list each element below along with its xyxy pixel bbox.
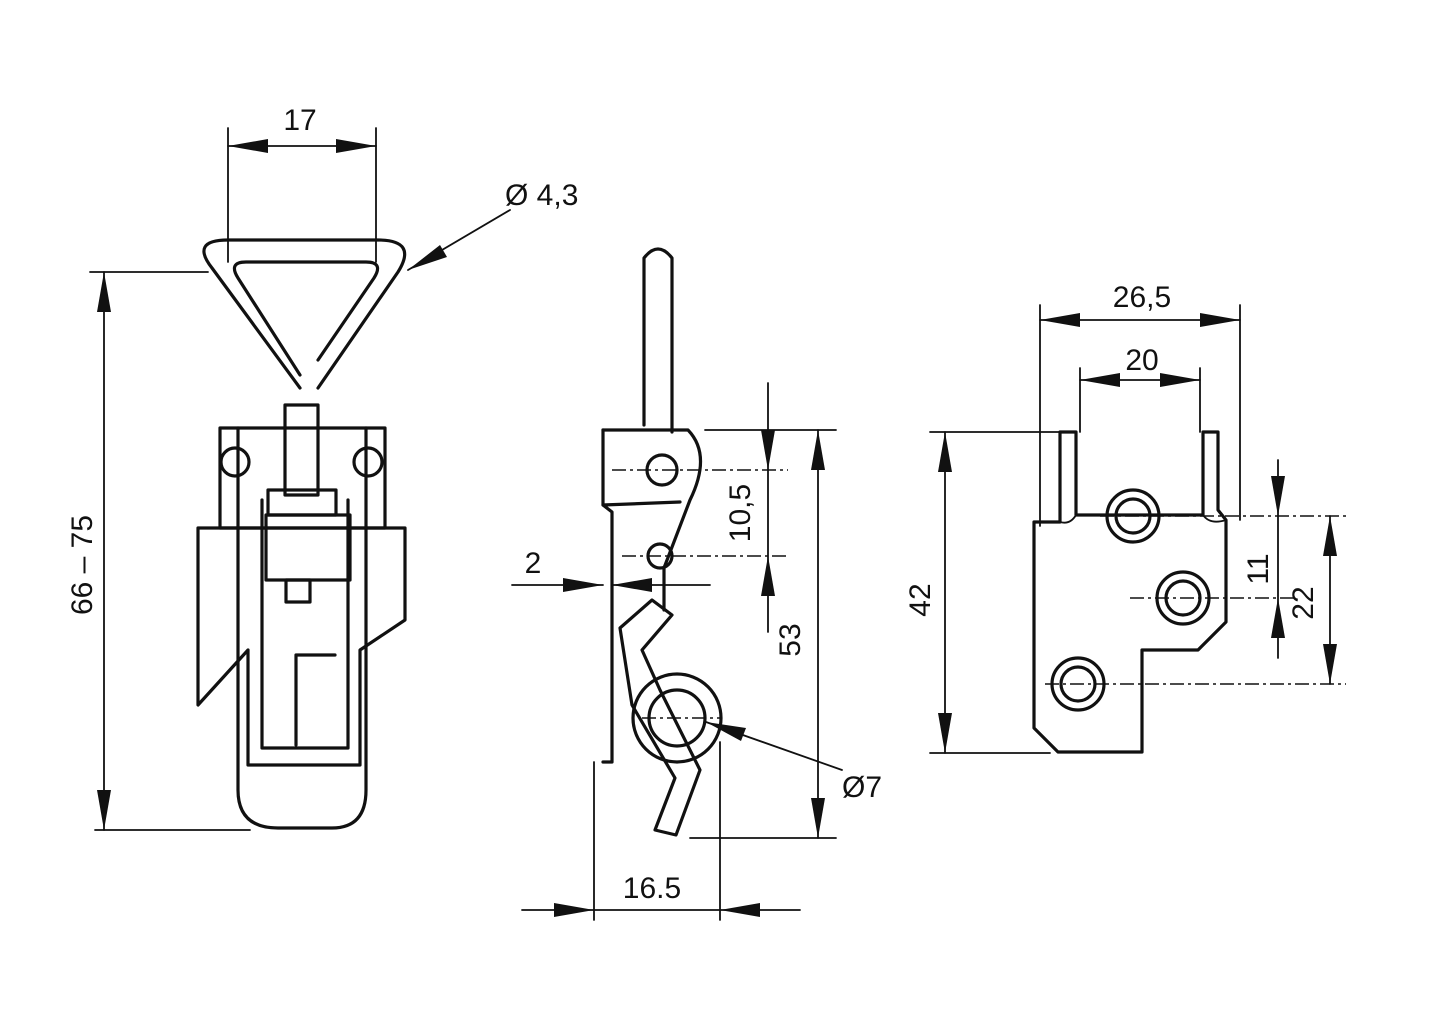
dimension-width-17: 17 xyxy=(227,104,377,263)
dimension-height-66-75: 66 – 75 xyxy=(66,271,251,831)
dimension-20: 20 xyxy=(1079,344,1201,433)
thickness-2-label: 2 xyxy=(525,547,542,580)
hole-pitch-label: 11 xyxy=(1242,553,1275,584)
plate-centerlines xyxy=(1045,515,1346,685)
offset-10-5-label: 10,5 xyxy=(724,484,757,542)
wire-loop xyxy=(202,238,407,390)
hole-span-label: 22 xyxy=(1287,586,1320,619)
height-53-label: 53 xyxy=(774,623,807,656)
dimension-42: 42 xyxy=(904,431,1061,754)
plate-view: 26,5 20 42 11 22 xyxy=(904,281,1346,754)
mounting-plate xyxy=(1032,430,1228,754)
dimension-26-5: 26,5 xyxy=(1039,281,1241,527)
dimension-thickness-2: 2 xyxy=(511,547,711,592)
centerlines xyxy=(612,469,788,719)
plate-height-label: 42 xyxy=(904,583,937,616)
width-17-label: 17 xyxy=(283,104,316,137)
inner-width-label: 20 xyxy=(1125,344,1158,377)
depth-16-5-label: 16.5 xyxy=(623,872,681,905)
latch-body xyxy=(196,403,407,830)
outer-width-label: 26,5 xyxy=(1113,281,1171,314)
dimension-16-5: 16.5 xyxy=(521,741,801,921)
dimension-wire-diameter: Ø 4,3 xyxy=(407,179,578,271)
dimension-53: 53 xyxy=(689,429,837,839)
height-66-75-label: 66 – 75 xyxy=(66,515,99,615)
dimension-11: 11 xyxy=(1242,459,1285,659)
wire-diameter-label: Ø 4,3 xyxy=(505,179,578,212)
dimension-hole-7: Ø7 xyxy=(705,721,882,804)
dimension-10-5: 10,5 xyxy=(704,382,837,633)
hole-7-label: Ø7 xyxy=(842,771,882,804)
latch-profile xyxy=(601,247,723,837)
dimension-22: 22 xyxy=(1287,515,1337,685)
front-view: 17 Ø 4,3 66 – 75 xyxy=(66,104,578,831)
side-view: 10,5 2 53 Ø7 16.5 xyxy=(511,247,882,921)
